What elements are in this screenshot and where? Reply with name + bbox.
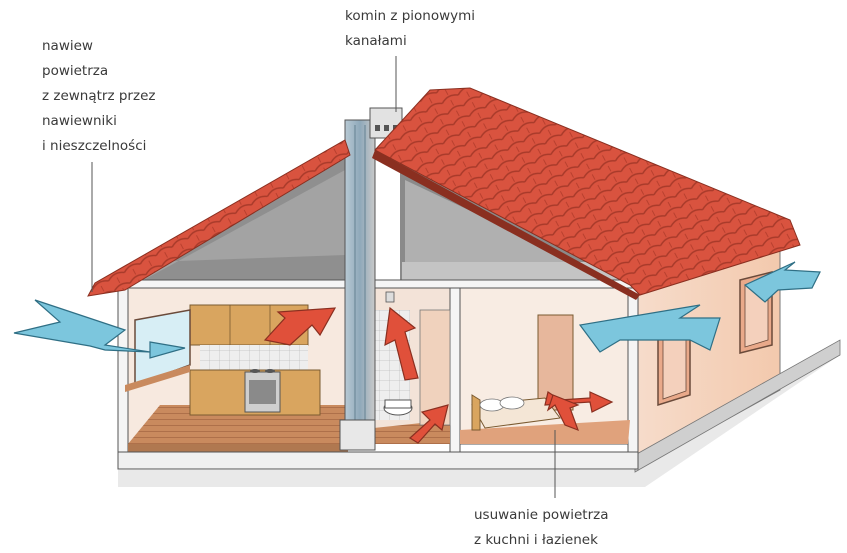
exhaust-arrow-bath-up xyxy=(384,306,419,381)
exhaust-arrows xyxy=(263,306,614,444)
kitchen xyxy=(125,304,321,416)
intake-label-line: z zewnątrz przez xyxy=(42,88,156,104)
exhaust-arrow-bedroom-2 xyxy=(546,394,580,432)
intake-label: nawiew powietrza z zewnątrz przez nawiew… xyxy=(42,34,155,159)
exhaust-label-line: usuwanie powietrza xyxy=(474,507,609,523)
ground xyxy=(118,340,840,487)
intake-arrows xyxy=(13,261,821,359)
intake-label-line: nawiew xyxy=(42,38,93,54)
exhaust-arrow-bath-down xyxy=(409,404,449,444)
roof xyxy=(87,87,801,300)
intake-label-line: nawiewniki xyxy=(42,113,117,129)
callout-lines xyxy=(91,56,556,498)
exhaust-label: usuwanie powietrza z kuchni i łazienek xyxy=(474,503,609,553)
exhaust-arrow-bedroom xyxy=(544,391,614,413)
intake-label-line: i nieszczelności xyxy=(42,138,147,154)
intake-arrow-right xyxy=(578,304,721,353)
chimney-label: komin z pionowymi kanałami xyxy=(345,4,475,54)
exhaust-label-line: z kuchni i łazienek xyxy=(474,532,598,548)
exhaust-arrow-kitchen xyxy=(263,307,337,346)
intake-arrow-left xyxy=(13,299,186,359)
intake-label-line: powietrza xyxy=(42,63,109,79)
intake-arrow-far xyxy=(743,261,821,303)
chimney-label-line: komin z pionowymi xyxy=(345,8,476,24)
chimney xyxy=(339,107,403,451)
chimney-label-line: kanałami xyxy=(345,33,407,49)
bedroom xyxy=(471,314,574,431)
